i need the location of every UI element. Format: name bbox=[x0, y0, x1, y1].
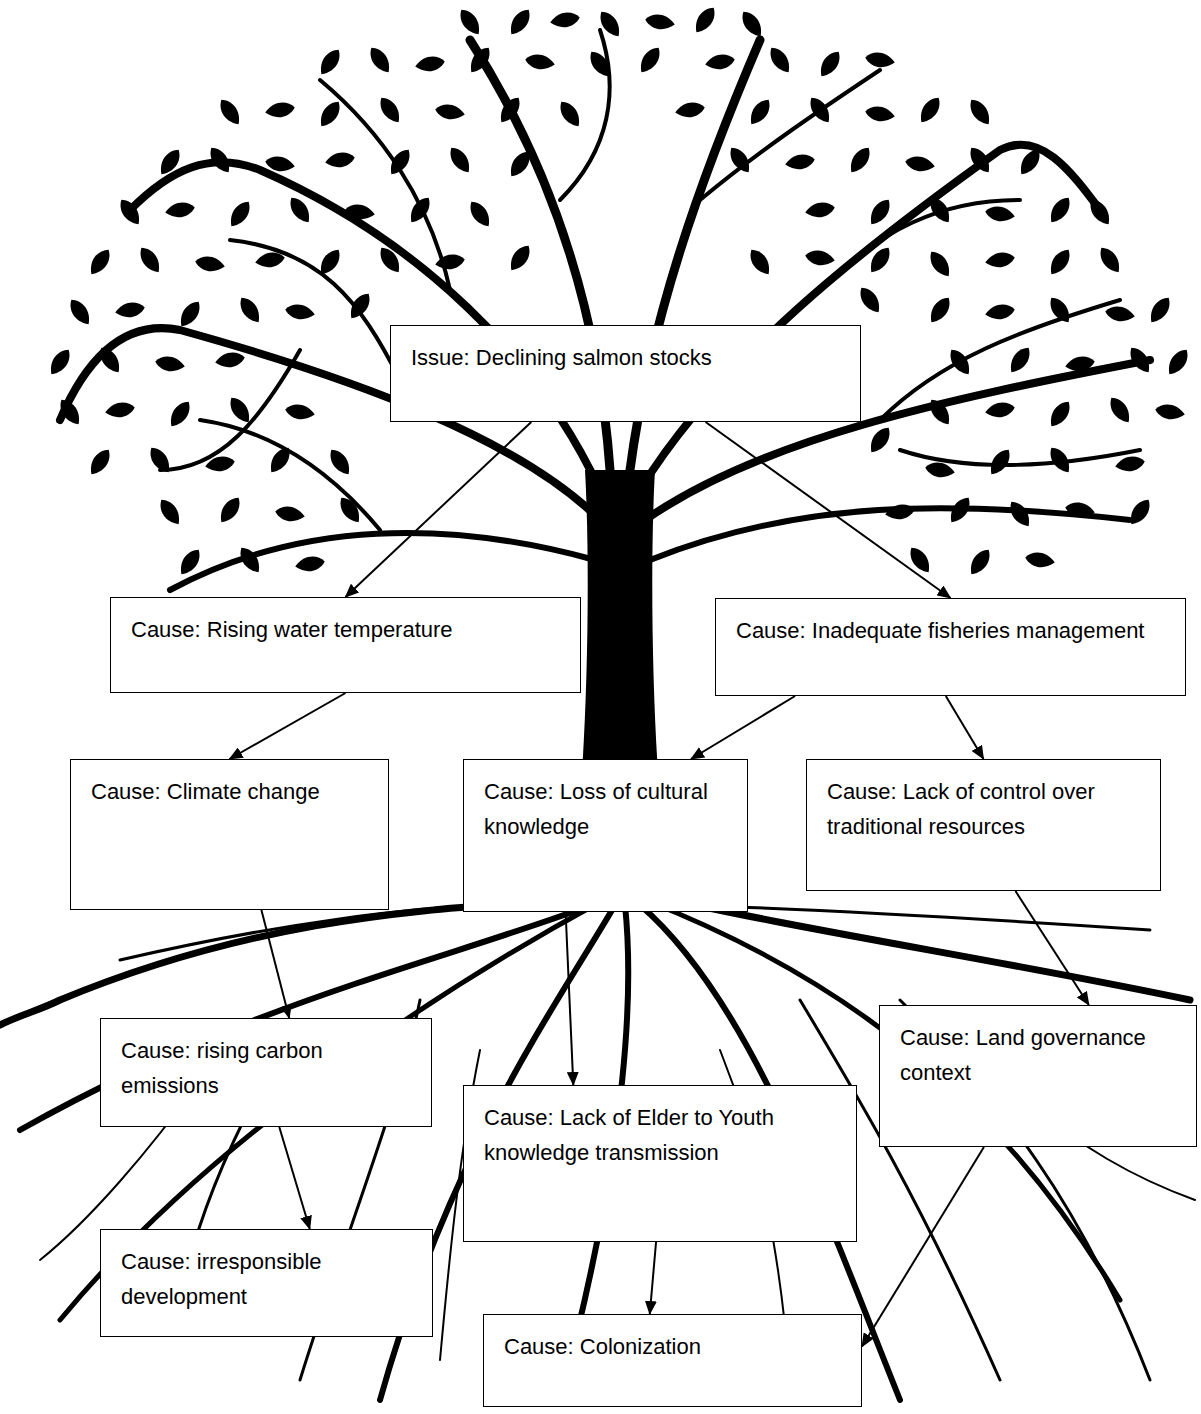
cause-arrow bbox=[230, 693, 346, 759]
cause-arrow bbox=[691, 696, 795, 759]
cause-arrow bbox=[706, 422, 951, 598]
cause-box: Cause: Inadequate fisheries management bbox=[715, 598, 1186, 696]
cause-text: Cause: Loss of cultural knowledge bbox=[484, 774, 727, 844]
cause-box: Cause: Lack of Elder to Youth knowledge … bbox=[463, 1085, 857, 1242]
cause-arrow bbox=[650, 1242, 656, 1314]
cause-arrow bbox=[261, 910, 289, 1018]
cause-text: Cause: rising carbon emissions bbox=[121, 1033, 411, 1103]
cause-text: Cause: Inadequate fisheries management bbox=[736, 613, 1165, 648]
cause-box: Cause: Land governance context bbox=[879, 1005, 1197, 1147]
cause-box: Cause: Loss of cultural knowledge bbox=[463, 759, 748, 912]
cause-text: Cause: Rising water temperature bbox=[131, 612, 560, 647]
cause-text: Cause: Land governance context bbox=[900, 1020, 1176, 1090]
cause-box: Cause: Climate change bbox=[70, 759, 389, 910]
cause-box: Cause: Colonization bbox=[483, 1314, 862, 1407]
cause-box: Cause: Rising water temperature bbox=[110, 597, 581, 693]
cause-arrow bbox=[566, 912, 574, 1085]
cause-text: Cause: Lack of control over traditional … bbox=[827, 774, 1140, 844]
cause-arrow bbox=[862, 1147, 984, 1347]
cause-text: Cause: Lack of Elder to Youth knowledge … bbox=[484, 1100, 836, 1170]
cause-arrow bbox=[346, 422, 532, 597]
cause-box: Cause: irresponsible development bbox=[100, 1229, 433, 1337]
cause-text: Issue: Declining salmon stocks bbox=[411, 340, 840, 375]
cause-arrow bbox=[946, 696, 984, 759]
issue-box: Issue: Declining salmon stocks bbox=[390, 325, 861, 422]
cause-box: Cause: rising carbon emissions bbox=[100, 1018, 432, 1127]
cause-arrow bbox=[1015, 891, 1088, 1005]
cause-text: Cause: Climate change bbox=[91, 774, 368, 809]
cause-arrow bbox=[279, 1127, 310, 1229]
cause-text: Cause: irresponsible development bbox=[121, 1244, 412, 1314]
cause-text: Cause: Colonization bbox=[504, 1329, 841, 1364]
cause-box: Cause: Lack of control over traditional … bbox=[806, 759, 1161, 891]
